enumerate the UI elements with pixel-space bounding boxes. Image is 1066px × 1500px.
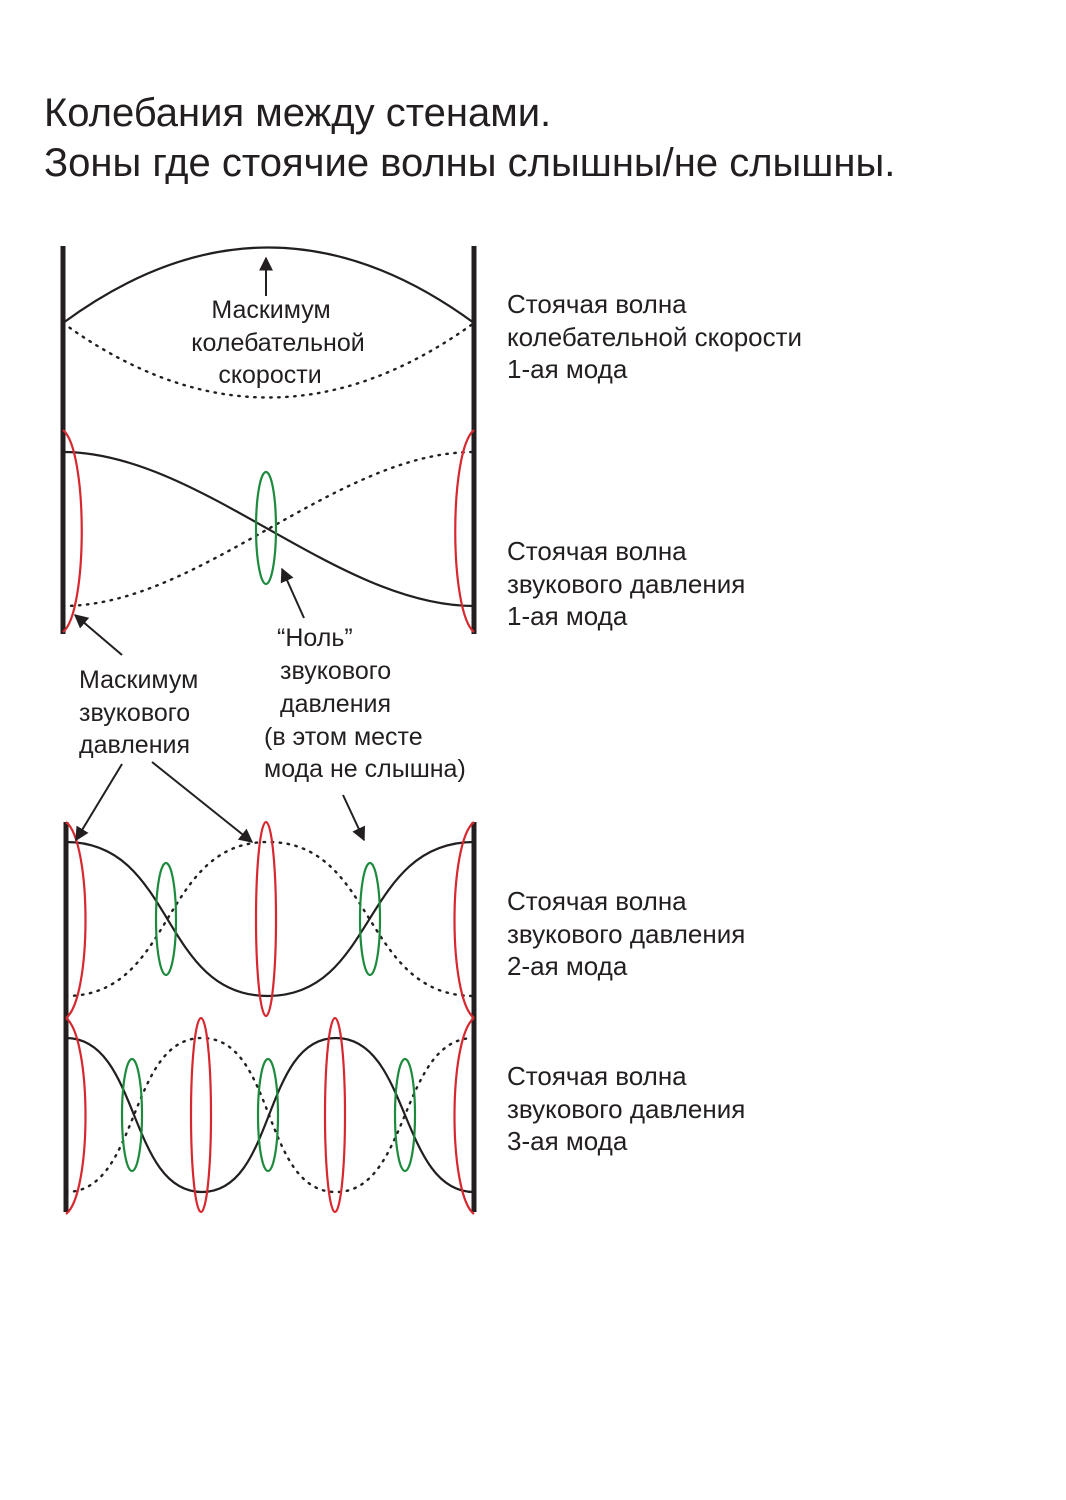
pressure-null-label: “Ноль” звукового давления (в этом месте … bbox=[264, 624, 466, 783]
pressure-null-label-line-4: (в этом месте bbox=[264, 723, 423, 751]
mode-label-pressure-1: Стоячая волна звукового давления 1-ая мо… bbox=[507, 536, 745, 631]
pressure-null-label-line-5: мода не слышна) bbox=[264, 755, 466, 783]
pressure-null-marker bbox=[154, 861, 178, 977]
pressure-max-marker bbox=[65, 1017, 87, 1215]
pressure-null-marker bbox=[358, 861, 382, 977]
pressure-null-label-line-3: давления bbox=[280, 690, 391, 718]
mode-label-line-2: звукового давления bbox=[507, 919, 745, 949]
mode-label-line-3: 2-ая мода bbox=[507, 951, 628, 981]
mode-label-pressure-3: Стоячая волна звукового давления 3-ая мо… bbox=[507, 1061, 745, 1156]
mode-label-line-1: Стоячая волна bbox=[507, 886, 687, 916]
mode-label-line-1: Стоячая волна bbox=[507, 1061, 687, 1091]
pressure-max-arrow bbox=[75, 763, 123, 842]
pressure-max-label-line-2: звукового bbox=[79, 699, 190, 727]
pressure-max-marker bbox=[454, 429, 475, 633]
pressure-mode-1 bbox=[61, 429, 476, 656]
pressure-1-wave-dotted bbox=[61, 450, 476, 608]
velocity-wave-solid bbox=[62, 246, 475, 324]
pressure-max-marker bbox=[65, 821, 87, 1019]
pressure-mode-3 bbox=[64, 1016, 476, 1215]
pressure-max-label-line-1: Маскимум bbox=[79, 666, 198, 694]
mode-label-line-1: Стоячая волна bbox=[507, 536, 687, 566]
pressure-max-marker bbox=[62, 429, 83, 633]
mode-label-line-2: звукового давления bbox=[507, 569, 745, 599]
mode-label-line-3: 1-ая мода bbox=[507, 354, 628, 384]
pressure-max-marker bbox=[453, 821, 475, 1019]
velocity-max-label-line-1: Маскимум bbox=[211, 296, 330, 324]
pressure-max-arrow bbox=[151, 761, 254, 843]
pressure-3-wave-dotted bbox=[64, 1036, 476, 1194]
pressure-null-marker bbox=[256, 1057, 280, 1173]
velocity-wave-dotted bbox=[61, 321, 476, 399]
mode-label-line-3: 3-ая мода bbox=[507, 1126, 628, 1156]
pressure-max-label: Маскимум звукового давления bbox=[79, 666, 198, 759]
pressure-max-marker bbox=[453, 1017, 475, 1215]
pressure-null-label-line-1: “Ноль” bbox=[277, 624, 353, 652]
mode-label-line-1: Стоячая волна bbox=[507, 289, 687, 319]
title-line-2: Зоны где стоячие волны слышны/не слышны. bbox=[44, 141, 896, 185]
pressure-null-arrow bbox=[342, 794, 366, 842]
pressure-max-marker bbox=[323, 1016, 347, 1214]
title-line-1: Колебания между стенами. bbox=[44, 91, 552, 135]
mode-label-velocity-1: Стоячая волна колебательной скорости 1-а… bbox=[507, 289, 802, 384]
pressure-null-arrow bbox=[280, 567, 305, 619]
mode-label-line-2: колебательной скорости bbox=[507, 322, 802, 352]
pressure-max-marker bbox=[189, 1016, 213, 1214]
pressure-max-marker bbox=[254, 820, 278, 1018]
page-title: Колебания между стенами. Зоны где стоячи… bbox=[44, 88, 895, 188]
velocity-max-label: Маскимум колебательной скорости bbox=[191, 296, 364, 389]
pressure-null-marker bbox=[393, 1057, 417, 1173]
pressure-max-label-line-3: давления bbox=[79, 731, 190, 759]
mode-label-pressure-2: Стоячая волна звукового давления 2-ая мо… bbox=[507, 886, 745, 981]
mode-label-line-3: 1-ая мода bbox=[507, 601, 628, 631]
pressure-mode-2 bbox=[64, 761, 476, 1019]
pressure-2-wave-solid bbox=[65, 840, 475, 998]
pressure-null-marker bbox=[254, 470, 278, 586]
pressure-1-wave-solid bbox=[62, 450, 475, 608]
velocity-mode-1 bbox=[61, 246, 476, 399]
pressure-null-marker bbox=[120, 1057, 144, 1173]
pressure-max-arrow bbox=[73, 614, 123, 656]
velocity-max-label-line-3: скорости bbox=[218, 361, 321, 389]
pressure-null-label-line-2: звукового bbox=[280, 657, 391, 685]
velocity-max-label-line-2: колебательной bbox=[191, 329, 364, 357]
mode-label-line-2: звукового давления bbox=[507, 1094, 745, 1124]
